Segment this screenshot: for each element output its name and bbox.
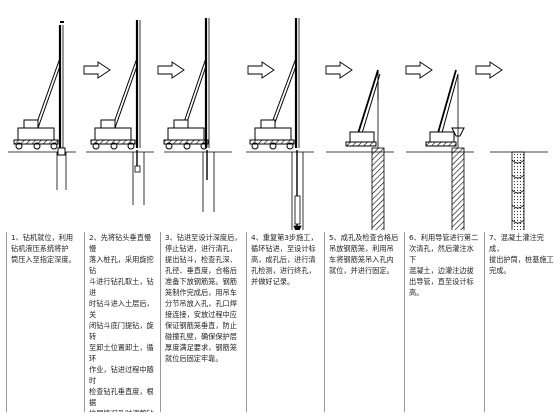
- step1-casing: [56, 152, 67, 190]
- step7-finished-pile: [511, 151, 525, 230]
- step3-borehole: [202, 150, 215, 212]
- step-2-description: 2、先将钻头垂直慢慢 落入桩孔，采用旋挖钻 斗进行钻孔取土，钻进 时钻斗进入土层…: [84, 232, 156, 412]
- step-4-description: 4、重复第3步施工， 循环钻进，至设计标 高，成孔后，进行清 孔检测，进行终孔，…: [246, 232, 320, 412]
- arrow-5-6: [405, 61, 433, 79]
- step-1-description: 1、钻机就位，利用 钻机液压系统将护 筒压入至指定深度。: [6, 232, 78, 412]
- arrow-1-2: [83, 61, 111, 79]
- step-7-description: 7、混凝土灌注完成， 拔出护筒，桩基施工 完成。: [484, 232, 556, 412]
- step-6-description: 6、利用导管进行第二 次清孔，然后灌注水下 混凝土，边灌注边拔 出导管，直至设计…: [404, 232, 480, 412]
- step-5-description: 5、成孔及检查合格后 吊放钢筋笼，利用吊 车将钢筋笼吊入孔内 就位，并进行固定。: [324, 232, 400, 412]
- step6-crane: [425, 69, 465, 147]
- step5-crane: [345, 69, 381, 147]
- step6-tremie-pile: [451, 74, 465, 230]
- step1-drilling-rig: [13, 21, 66, 156]
- step-arrows: [83, 61, 503, 79]
- step2-borehole: [132, 150, 145, 205]
- step4-drilling-rig: [249, 18, 300, 150]
- step3-drilling-rig: [163, 18, 210, 150]
- arrow-4-5: [325, 61, 353, 79]
- step2-drilling-rig: [90, 20, 141, 150]
- step4-borehole: [291, 150, 304, 230]
- arrow-3-4: [247, 61, 275, 79]
- arrow-2-3: [157, 61, 185, 79]
- arrow-6-7: [475, 61, 503, 79]
- construction-process-diagram: [8, 18, 548, 230]
- step-3-description: 3、钻进至设计深度后， 停止钻进，进行清孔， 提出钻斗，检查孔深、 孔径、垂直度…: [160, 232, 242, 412]
- step5-rebar-cage: [371, 100, 385, 230]
